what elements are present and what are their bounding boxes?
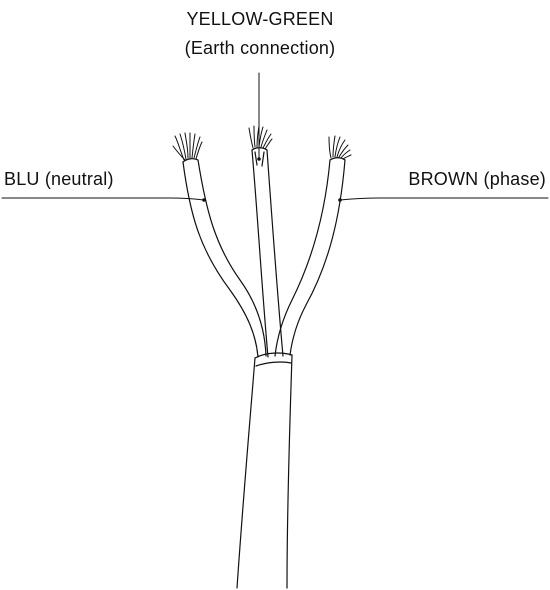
phase-leader-line <box>339 197 549 201</box>
leader-lines <box>1 72 549 201</box>
earth-strands <box>248 125 273 150</box>
leader-dots <box>202 157 342 202</box>
phase-wire <box>274 157 346 357</box>
neutral-leader-line <box>1 197 205 201</box>
phase-wire-label: BROWN (phase) <box>408 169 546 189</box>
neutral-wire-label: BLU (neutral) <box>4 169 114 189</box>
earth-wire-label-line2: (Earth connection) <box>184 38 336 58</box>
neutral-strands <box>172 132 203 161</box>
earth-wire-label-line1: YELLOW-GREEN <box>186 9 334 29</box>
neutral-wire <box>182 158 267 358</box>
earth-wire <box>251 147 284 358</box>
phase-strands <box>328 135 352 160</box>
cable-sheath <box>236 352 293 589</box>
